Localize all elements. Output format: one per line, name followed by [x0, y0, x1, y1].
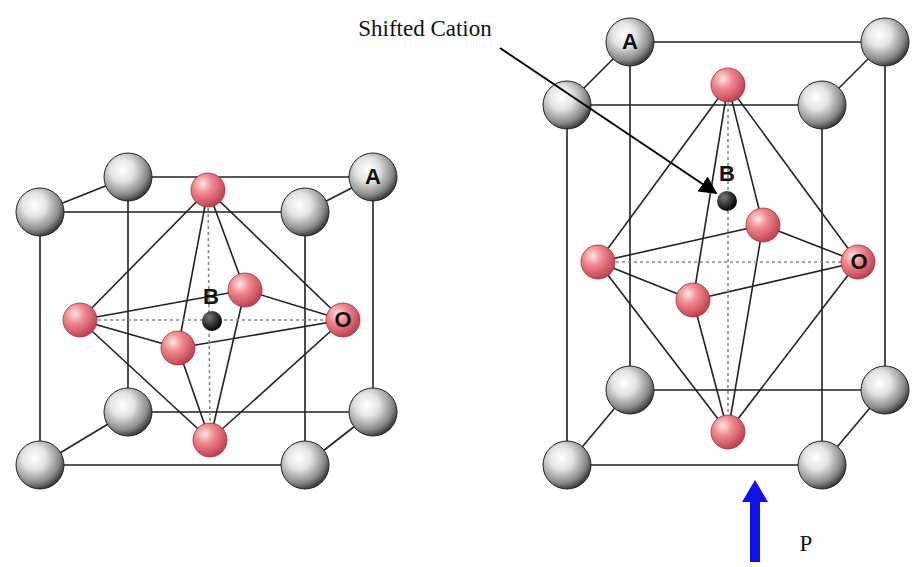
site-letter: A [622, 31, 638, 53]
callout-text: Shifted Cation [358, 17, 492, 40]
left-oxygen-atoms [63, 173, 360, 457]
site-letter: O [334, 309, 351, 331]
left-oxygen-front [161, 331, 195, 365]
left-b-cation [202, 311, 222, 331]
site-letter: B [719, 163, 735, 185]
left-front-atoms [16, 188, 329, 489]
right-oxygen-front [676, 283, 710, 317]
polarization-label: P [800, 532, 813, 555]
site-letter: O [850, 251, 867, 273]
right-front-atoms [543, 81, 846, 489]
polarization-arrow [742, 480, 768, 562]
left-back-atoms [104, 153, 397, 436]
right-cell [567, 42, 885, 465]
right-octahedron [598, 85, 858, 432]
leader-arrow [500, 48, 716, 193]
site-letter: A [365, 166, 381, 188]
right-oxygen-atoms [581, 68, 875, 449]
right-back-atoms [606, 18, 909, 414]
left-cube [40, 177, 373, 465]
right-b-cation-shifted [717, 191, 737, 211]
site-letter: B [203, 286, 219, 308]
right-oxygen-back [746, 208, 780, 242]
